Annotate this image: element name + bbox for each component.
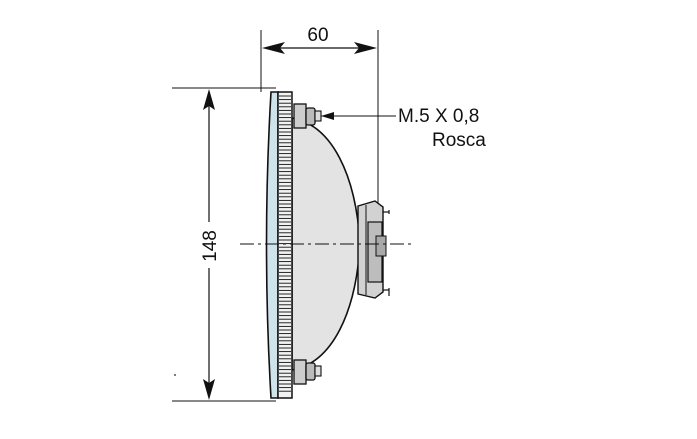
top-mounting-screw [293, 103, 322, 129]
depth-dimension: 60 [262, 25, 377, 54]
front-lens [265, 91, 279, 399]
depth-dimension-label: 60 [307, 25, 328, 46]
print-dot [174, 374, 176, 376]
thread-callout: M.5 X 0,8 Rosca [321, 106, 486, 151]
bottom-mounting-screw [293, 359, 322, 385]
height-dimension: 148 [198, 89, 221, 400]
rear-socket [357, 200, 390, 299]
height-dimension-label: 148 [200, 230, 221, 262]
thread-spec-label: M.5 X 0,8 [398, 106, 479, 127]
thread-label: Rosca [432, 130, 486, 151]
retaining-rim [277, 91, 293, 399]
